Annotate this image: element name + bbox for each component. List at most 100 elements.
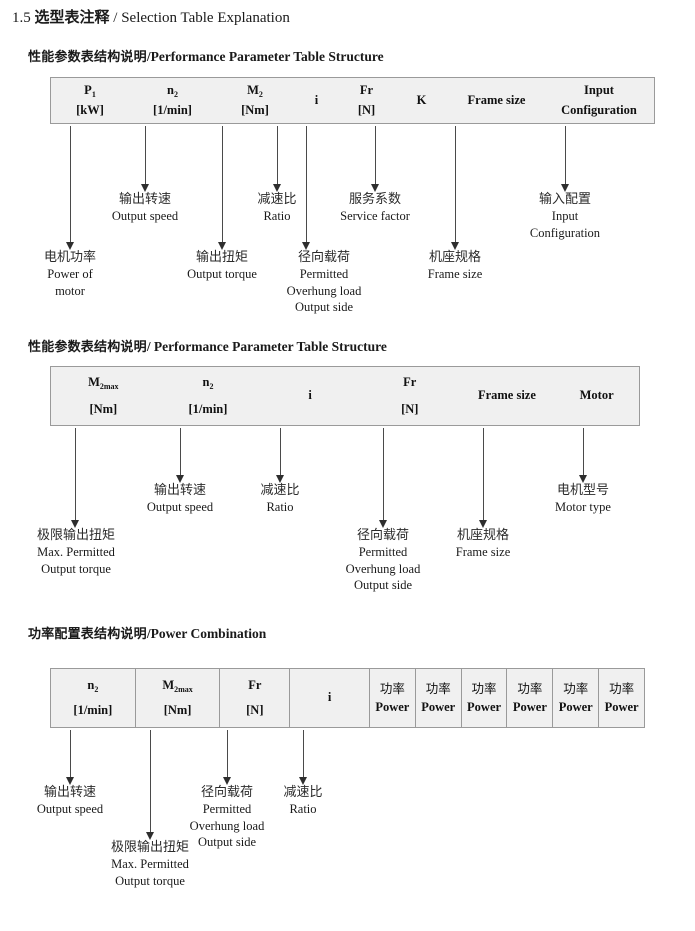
connector-line-service-factor xyxy=(375,126,376,187)
table-1-col-m2: M2 [Nm] xyxy=(216,78,294,123)
power-combination-table: n2 [1/min] M2max [Nm] Fr [N] i 功率 Power … xyxy=(50,668,645,728)
table-1-col-fr-symbol: Fr xyxy=(359,83,374,98)
table-1-col-p1-symbol: P1 xyxy=(84,83,96,100)
note-max-output-torque-2-en-1: Max. Permitted xyxy=(37,545,115,560)
performance-parameter-table-2: M2max [Nm] n2 [1/min] i Fr [N] Frame siz… xyxy=(50,366,640,426)
note-frame-size-1-cn: 机座规格 xyxy=(428,250,481,265)
section-3-heading: 功率配置表结构说明/Power Combination xyxy=(28,623,266,642)
connector-line-overhung-load-2 xyxy=(383,428,384,523)
table-1-col-n2-unit: [1/min] xyxy=(153,102,192,117)
table-3-col-fr-symbol: Fr xyxy=(248,677,262,692)
table-3-col-fr-unit: [N] xyxy=(246,703,264,717)
note-output-speed-2: 输出转速 Output speed xyxy=(147,482,213,516)
arrowhead-frame-size xyxy=(451,242,459,250)
note-service-factor-cn: 服务系数 xyxy=(348,192,402,207)
table-3-col-power-5-cn: 功率 xyxy=(563,680,589,696)
note-output-speed-3: 输出转速 Output speed xyxy=(37,784,103,818)
connector-line-max-output-torque-3 xyxy=(150,730,151,835)
note-input-configuration: 输入配置 Input Configuration xyxy=(530,191,600,241)
table-1-col-n2: n2 [1/min] xyxy=(129,78,216,123)
note-output-speed-2-cn: 输出转速 xyxy=(153,483,206,498)
table-3-col-power-2-en: Power xyxy=(421,700,456,714)
connector-line-overhung-load xyxy=(306,126,307,245)
note-input-configuration-cn: 输入配置 xyxy=(538,192,592,207)
note-ratio-2-en: Ratio xyxy=(266,500,294,515)
arrowhead-max-output-torque-3 xyxy=(146,832,154,840)
connector-line-output-speed-2 xyxy=(180,428,181,478)
note-power-of-motor-en-2: motor xyxy=(55,283,85,298)
note-overhung-load-2-en-1: Permitted xyxy=(358,545,408,560)
section-2-heading-cn: 性能参数表结构说明 xyxy=(28,340,147,355)
page-title-number: 1.5 xyxy=(12,10,31,26)
arrowhead-service-factor xyxy=(371,184,379,192)
note-overhung-load-3-en-3: Output side xyxy=(198,835,256,850)
table-3-col-m2max-symbol: M2max xyxy=(162,677,193,694)
arrowhead-max-output-torque-2 xyxy=(71,520,79,528)
table-3-col-i: i xyxy=(290,669,370,727)
note-frame-size-1-en: Frame size xyxy=(427,267,483,282)
table-1-col-p1: P1 [kW] xyxy=(51,78,129,123)
note-overhung-load-3: 径向载荷 Permitted Overhung load Output side xyxy=(190,784,265,851)
connector-line-ratio-3 xyxy=(303,730,304,780)
table-2-col-n2: n2 [1/min] xyxy=(156,367,261,425)
arrowhead-output-speed xyxy=(141,184,149,192)
table-1-col-n2-symbol: n2 xyxy=(167,83,178,100)
table-2-col-i-symbol: i xyxy=(308,388,312,403)
note-max-output-torque-3: 极限输出扭矩 Max. Permitted Output torque xyxy=(111,839,189,889)
section-3-heading-cn: 功率配置表结构说明 xyxy=(28,627,147,642)
table-1-col-k: K xyxy=(394,78,449,123)
arrowhead-ratio-3 xyxy=(299,777,307,785)
note-output-speed-1: 输出转速 Output speed xyxy=(112,191,178,225)
table-1-col-m2-symbol: M2 xyxy=(247,83,263,100)
note-ratio-1: 减速比 Ratio xyxy=(257,191,296,225)
note-ratio-3-en: Ratio xyxy=(289,802,317,817)
note-overhung-load-1-en-3: Output side xyxy=(295,300,353,315)
connector-line-output-speed xyxy=(145,126,146,187)
table-3-col-fr: Fr [N] xyxy=(220,669,291,727)
table-3-col-n2-unit: [1/min] xyxy=(73,703,113,717)
note-overhung-load-3-en-2: Overhung load xyxy=(189,818,265,833)
table-2-col-frame-size-label: Frame size xyxy=(477,388,536,403)
note-overhung-load-3-cn: 径向载荷 xyxy=(200,785,254,800)
table-2-col-m2max-symbol: M2max xyxy=(88,374,119,391)
arrowhead-ratio xyxy=(273,184,281,192)
table-2-col-n2-unit: [1/min] xyxy=(188,402,228,416)
note-output-torque-en: Output torque xyxy=(187,267,257,282)
page-title: 1.5 选型表注释 / Selection Table Explanation xyxy=(12,6,290,27)
table-2-col-n2-symbol: n2 xyxy=(202,374,214,391)
section-3-heading-sep: / xyxy=(146,626,151,641)
note-ratio-1-cn: 减速比 xyxy=(257,192,297,207)
arrowhead-overhung-load xyxy=(302,242,310,250)
note-output-torque-cn: 输出扭矩 xyxy=(195,250,249,265)
connector-line-input-config xyxy=(565,126,566,187)
note-overhung-load-1-cn: 径向载荷 xyxy=(297,250,351,265)
table-2-col-motor: Motor xyxy=(554,367,639,425)
note-ratio-1-en: Ratio xyxy=(263,209,291,224)
connector-line-max-output-torque-2 xyxy=(75,428,76,523)
table-1-col-fr: Fr [N] xyxy=(339,78,394,123)
connector-line-power xyxy=(70,126,71,245)
section-2-heading-sep: / xyxy=(146,339,151,354)
note-output-speed-2-en: Output speed xyxy=(146,500,214,515)
table-3-col-power-4-en: Power xyxy=(512,700,547,714)
performance-parameter-table-1: P1 [kW] n2 [1/min] M2 [Nm] i Fr [N] K Fr… xyxy=(50,77,655,124)
connector-line-output-speed-3 xyxy=(70,730,71,780)
note-output-speed-3-cn: 输出转速 xyxy=(43,785,96,800)
note-max-output-torque-2-cn: 极限输出扭矩 xyxy=(36,528,116,543)
table-2-col-frame-size: Frame size xyxy=(460,367,555,425)
arrowhead-ratio-2 xyxy=(276,475,284,483)
arrowhead-overhung-load-3 xyxy=(223,777,231,785)
arrowhead-power xyxy=(66,242,74,250)
table-1-col-input-label: Input xyxy=(584,83,614,98)
note-ratio-3-cn: 减速比 xyxy=(283,785,323,800)
connector-line-motor-type xyxy=(583,428,584,478)
section-1-heading-sep: / xyxy=(146,49,151,64)
table-2-col-fr-symbol: Fr xyxy=(403,374,417,389)
arrowhead-output-speed-3 xyxy=(66,777,74,785)
note-output-speed-1-cn: 输出转速 xyxy=(118,192,171,207)
note-overhung-load-1-en-2: Overhung load xyxy=(286,283,362,298)
table-1-col-frame-size: Frame size xyxy=(449,78,544,123)
note-frame-size-2-cn: 机座规格 xyxy=(456,528,509,543)
table-3-col-power-5-en: Power xyxy=(558,700,593,714)
